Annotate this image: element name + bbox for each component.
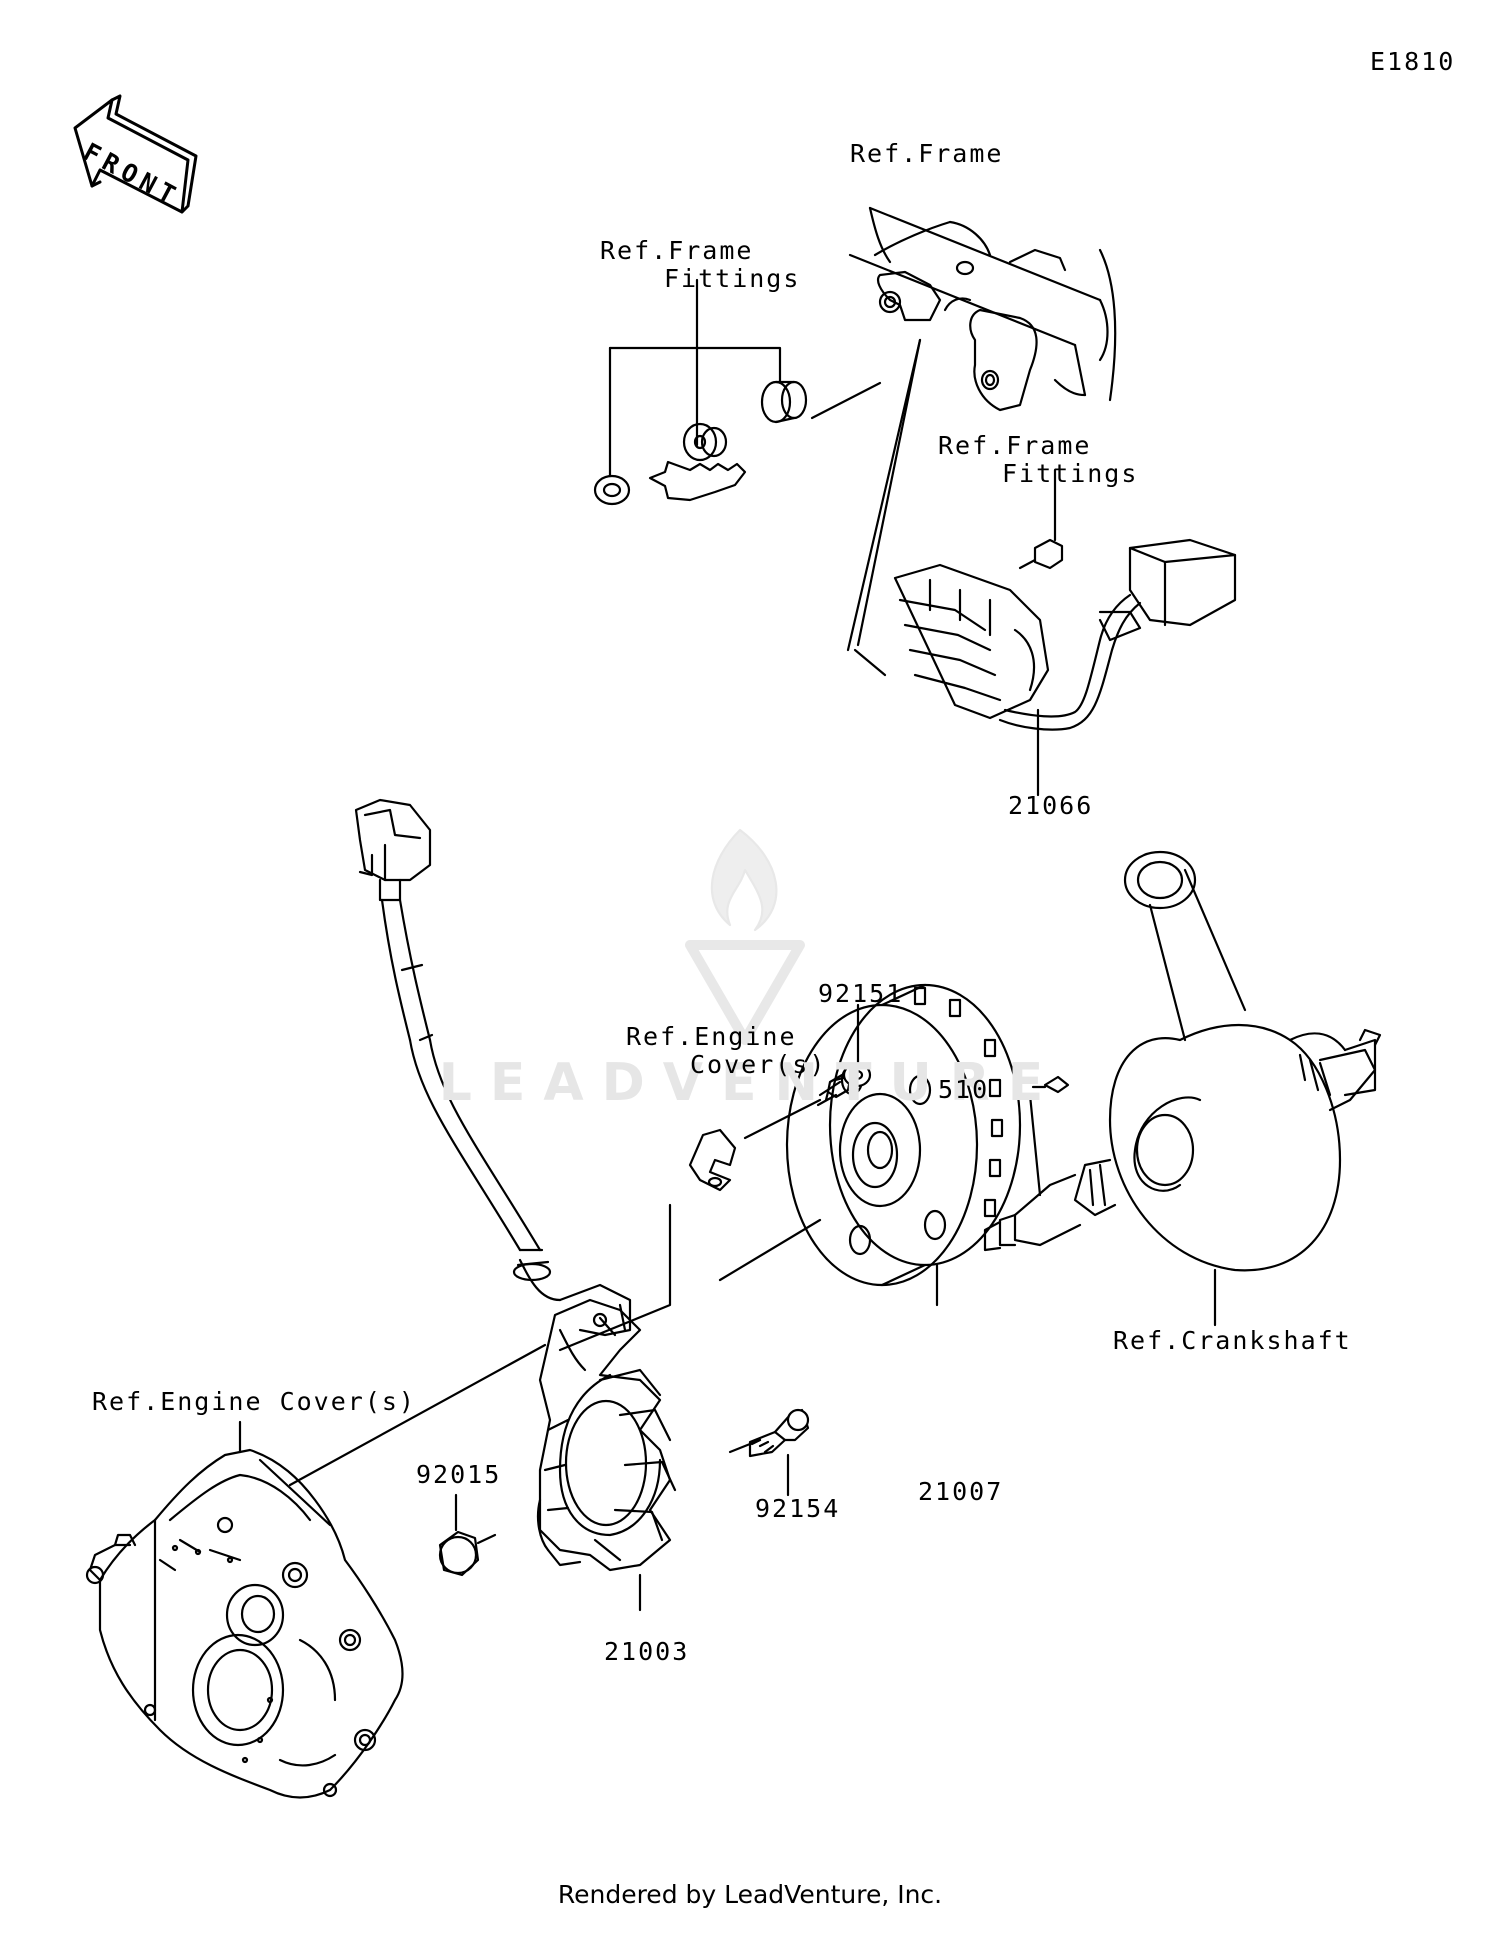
ref-engine-cover-mid-line1: Ref.Engine: [626, 1022, 797, 1051]
frame-fittings-drawing: [593, 278, 1064, 570]
regulator-rectifier-drawing: [846, 338, 1237, 797]
ref-frame-fittings-mid-line1: Ref.Frame: [938, 431, 1092, 460]
front-arrow-icon: [73, 94, 198, 214]
crankshaft-drawing: [983, 850, 1382, 1327]
part-number-21007[interactable]: 21007: [918, 1477, 1004, 1506]
ref-crankshaft-label: Ref.Crankshaft: [1113, 1326, 1352, 1355]
ref-engine-cover-mid-label: Ref.Engine Cover(s): [626, 1023, 826, 1079]
part-number-510[interactable]: 510: [938, 1075, 990, 1104]
engine-cover-drawing: [85, 1343, 547, 1799]
ref-frame-fittings-mid-line2: Fittings: [1002, 459, 1139, 488]
ref-frame-label: Ref.Frame: [850, 139, 1004, 168]
clamp-and-bolts-drawing: [438, 1003, 872, 1577]
footer-credit: Rendered by LeadVenture, Inc.: [557, 1880, 943, 1909]
stator-drawing: [354, 798, 677, 1612]
diagram-id: E1810: [1370, 47, 1456, 76]
part-number-21066[interactable]: 21066: [1008, 791, 1094, 820]
part-number-21003[interactable]: 21003: [604, 1637, 690, 1666]
ref-frame-fittings-top-label: Ref.Frame Fittings: [600, 237, 800, 293]
ref-frame-fittings-mid-label: Ref.Frame Fittings: [938, 432, 1138, 488]
ref-frame-fittings-top-line2: Fittings: [664, 264, 801, 293]
ref-frame-fittings-top-line1: Ref.Frame: [600, 236, 754, 265]
watermark-logo-icon: [685, 828, 805, 1045]
watermark-text: LEADVENTURE: [438, 1053, 1062, 1113]
part-number-92154[interactable]: 92154: [755, 1494, 841, 1523]
flywheel-rotor-drawing: [718, 983, 1022, 1307]
part-number-92015[interactable]: 92015: [416, 1460, 502, 1489]
frame-drawing: [848, 206, 1117, 412]
ref-engine-cover-mid-line2: Cover(s): [690, 1050, 827, 1079]
part-number-92151[interactable]: 92151: [818, 979, 904, 1008]
ref-engine-cover-left-label: Ref.Engine Cover(s): [92, 1387, 416, 1416]
